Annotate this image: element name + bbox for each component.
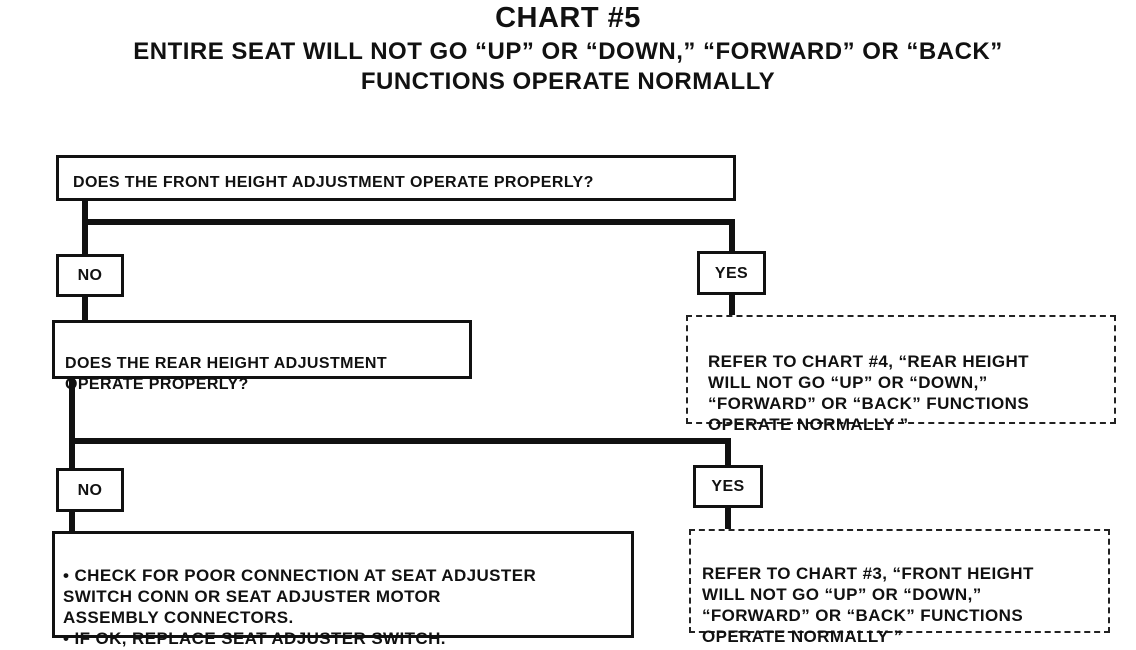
chart-subtitle-line2: FUNCTIONS OPERATE NORMALLY [360, 68, 776, 95]
refer-chart-4-text: REFER TO CHART #4, “REAR HEIGHT WILL NOT… [708, 352, 1030, 434]
chart-subtitle-line1: ENTIRE SEAT WILL NOT GO “UP” OR “DOWN,” … [133, 38, 1003, 65]
action-check-connection-text: • CHECK FOR POOR CONNECTION AT SEAT ADJU… [63, 566, 537, 648]
question-rear-height-box: DOES THE REAR HEIGHT ADJUSTMENT OPERATE … [52, 320, 472, 393]
yes-box-2: YES [693, 465, 763, 508]
refer-chart-3-text: REFER TO CHART #3, “FRONT HEIGHT WILL NO… [702, 564, 1034, 646]
question-front-height-box: DOES THE FRONT HEIGHT ADJUSTMENT OPERATE… [56, 155, 736, 201]
refer-chart-3-box: REFER TO CHART #3, “FRONT HEIGHT WILL NO… [689, 529, 1110, 646]
refer-chart-4-box: REFER TO CHART #4, “REAR HEIGHT WILL NOT… [686, 315, 1116, 434]
action-check-connection-box: • CHECK FOR POOR CONNECTION AT SEAT ADJU… [52, 531, 634, 648]
question-front-height-text: DOES THE FRONT HEIGHT ADJUSTMENT OPERATE… [73, 174, 594, 191]
yes-box-1: YES [697, 251, 766, 295]
chart-title: CHART #5 [495, 2, 641, 34]
no-box-1: NO [56, 254, 124, 297]
no-label-2: NO [77, 481, 103, 499]
no-box-2: NO [56, 468, 124, 512]
question-rear-height-text: DOES THE REAR HEIGHT ADJUSTMENT OPERATE … [65, 355, 388, 393]
yes-label-2: YES [711, 478, 745, 495]
yes-label-1: YES [714, 264, 749, 282]
no-label-1: NO [77, 267, 103, 284]
